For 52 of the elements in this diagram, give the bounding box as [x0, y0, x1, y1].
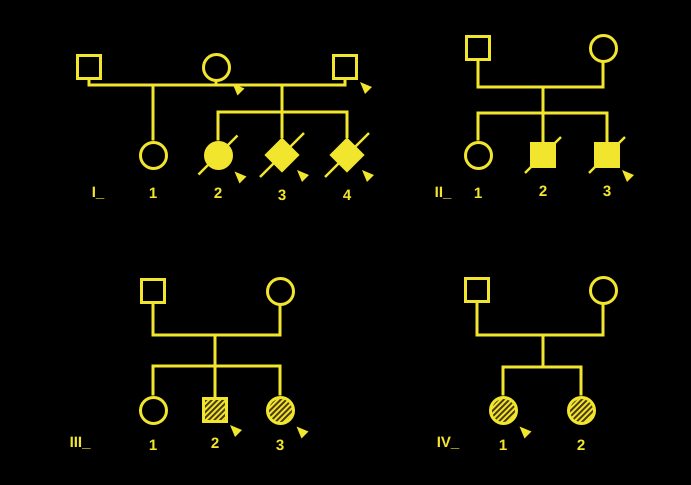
circle-symbol	[588, 34, 618, 62]
diamond-symbol	[265, 138, 299, 172]
individual-number: 1	[474, 186, 482, 202]
pedigree-line	[543, 62, 604, 88]
pedigree-line	[214, 82, 282, 86]
pedigree-line	[152, 304, 215, 336]
pedigree-line	[88, 80, 153, 86]
circle-symbol	[204, 140, 232, 170]
pedigree-line	[153, 82, 218, 86]
square-symbol	[530, 142, 556, 168]
circle-symbol	[488, 396, 518, 424]
square-symbol	[464, 277, 490, 303]
circle-symbol	[138, 396, 168, 424]
generation-label: IV_	[436, 435, 460, 451]
circle-symbol	[464, 140, 492, 170]
pedigree-line	[214, 335, 282, 396]
square-symbol	[202, 397, 228, 423]
square-symbol	[465, 35, 491, 61]
square-symbol	[140, 278, 166, 304]
individual-number: 4	[342, 188, 352, 204]
individual-number: 1	[498, 438, 508, 454]
pedigree-line	[476, 61, 543, 88]
square-symbol	[594, 142, 620, 168]
individual-number: 3	[278, 188, 286, 204]
pedigree-line	[542, 335, 582, 396]
pedigree-line	[215, 306, 282, 336]
circle-symbol	[202, 52, 230, 82]
individual-number: 2	[538, 184, 548, 200]
individual-number: 1	[148, 186, 158, 202]
pedigree-line	[542, 87, 608, 142]
diamond-symbol	[330, 138, 364, 172]
circle-symbol	[588, 276, 618, 304]
generation-label: I_	[92, 185, 104, 201]
individual-number: 1	[148, 438, 158, 454]
pedigree-line	[543, 304, 604, 336]
circle-symbol	[266, 396, 294, 424]
individual-number: 3	[276, 438, 284, 454]
square-symbol	[332, 54, 358, 80]
pedigree-line	[152, 85, 154, 140]
circle-symbol	[266, 276, 294, 306]
pedigree-line	[476, 303, 543, 336]
individual-number: 2	[576, 438, 586, 454]
generation-label: II_	[434, 185, 452, 201]
pedigree-line	[280, 85, 348, 138]
circle-symbol	[566, 396, 596, 424]
individual-number: 3	[602, 184, 612, 200]
square-symbol	[76, 54, 102, 80]
individual-number: 2	[214, 186, 222, 202]
circle-symbol	[138, 140, 168, 170]
generation-label: III_	[70, 435, 90, 451]
pedigree-line	[282, 80, 346, 86]
individual-number: 2	[210, 436, 220, 452]
